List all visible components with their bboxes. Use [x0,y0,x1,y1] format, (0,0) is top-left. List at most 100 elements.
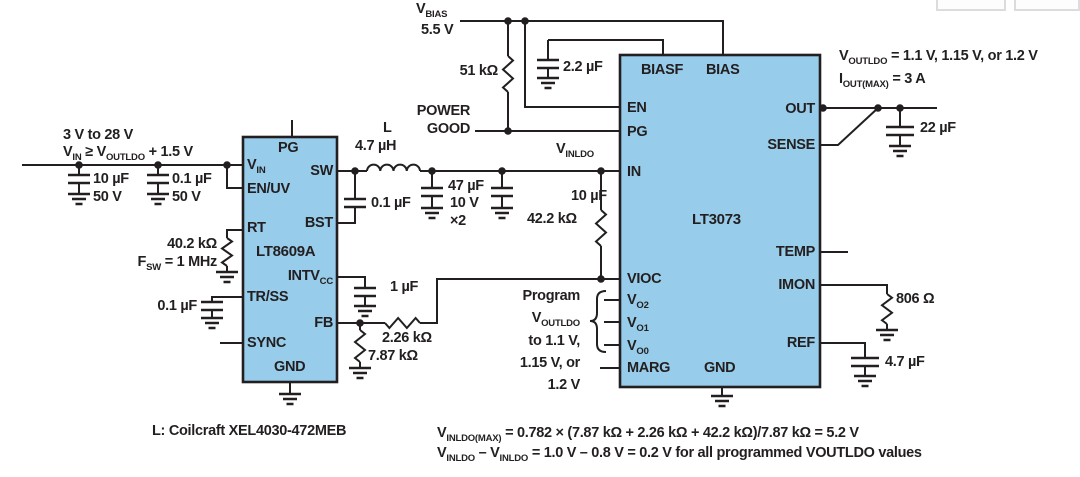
label-rt-resistor: 40.2 kΩ [167,236,217,252]
label-inductor-note: L: Coilcraft XEL4030-472MEB [152,423,347,439]
label-pullup-resistor: 51 kΩ [459,63,499,79]
pin-label-ldo-vo2: VO2 [627,292,649,311]
chip-name-lt3073: LT3073 [692,211,741,228]
capacitor-cout2 [491,186,513,198]
capacitor-cout1 [421,186,443,198]
resistor-fb-top [384,316,421,330]
wire-sense-net [820,107,879,146]
cropped-toolbar-button[interactable] [1014,0,1080,11]
resistor-pg-pullup [501,55,515,93]
pin-label-ldo-en: EN [627,100,647,116]
label-program-1: Program [522,288,580,304]
label-output-spec-2: IOUT(MAX) = 3 A [839,71,926,90]
ground-symbols [68,76,911,408]
capacitor-intvcc [354,286,376,298]
pin-label-ldo-bias: BIAS [706,62,740,78]
pin-label-ldo-sense: SENSE [767,137,815,153]
label-output-spec-1: VOUTLDO = 1.1 V, 1.15 V, or 1.2 V [839,48,1038,67]
wire-intvcc-net [337,276,366,306]
label-program-4: 1.15 V, or [519,355,580,371]
pin-label-ldo-marg: MARG [627,360,671,376]
pin-label-buck-fb: FB [314,315,333,331]
label-vinldo-net: VINLDO [556,141,594,160]
capacitor-bias [537,58,559,70]
pin-label-ldo-gnd: GND [704,360,736,376]
label-fb-resistor-top: 2.26 kΩ [382,330,432,346]
label-program-2: VOUTLDO [531,310,580,329]
chip-name-lt8609a: LT8609A [256,243,316,260]
label-ref-cap: 4.7 µF [885,354,925,370]
wire-en-net [524,21,620,108]
label-inductor-ref: L [383,120,392,136]
resistor-vioc [594,209,608,247]
label-formula-2: VINLDO – VINLDO = 1.0 V – 0.8 V = 0.2 V … [437,445,922,464]
label-input-condition: VIN ≥ VOUTLDO + 1.5 V [63,144,193,163]
label-power-good-2: GOOD [426,121,470,137]
label-vioc-resistor: 42.2 kΩ [527,211,577,227]
pin-label-buck-sync: SYNC [247,335,287,351]
pin-label-ldo-vo0: VO0 [627,338,649,357]
pin-label-buck-vin: VIN [247,157,266,176]
wire-imon-net [820,284,888,330]
resistor-imon [880,293,894,325]
label-cout1-value: 47 µF [448,178,484,194]
label-cin2-value: 0.1 µF [172,171,212,187]
wire-ref-net [820,342,866,376]
label-fsw: FSW = 1 MHz [137,254,218,273]
pin-label-ldo-vo1: VO1 [627,315,649,334]
label-formula-1: VINLDO(MAX) = 0.782 × (7.87 kΩ + 2.26 kΩ… [437,425,859,444]
resistor-fb-bottom [353,329,367,363]
wire-vo-stubs [600,299,620,369]
label-cin1-value: 10 µF [93,171,129,187]
label-bst-cap: 0.1 µF [371,195,411,211]
label-bias-cap: 2.2 µF [563,59,603,75]
pin-label-ldo-biasf: BIASF [641,62,684,78]
pin-label-buck-pg: PG [278,140,299,156]
wire-input-net [22,164,243,194]
pin-label-buck-rt: RT [247,220,266,236]
pin-label-buck-trss: TR/SS [247,289,289,305]
inductor-symbol [366,163,421,172]
label-cout1-qty: ×2 [450,213,466,229]
label-vbias: VBIAS [416,1,448,20]
label-vbias-voltage: 5.5 V [421,22,454,38]
label-cout2-value: 10 µF [571,188,607,204]
capacitor-outldo [886,125,914,137]
resistor-rt [220,237,234,267]
capacitor-cin1 [68,173,90,185]
cropped-toolbar-button[interactable] [936,0,1006,11]
label-cin2-voltage: 50 V [172,189,201,205]
pin-label-ldo-temp: TEMP [775,244,815,260]
label-trss-cap: 0.1 µF [157,298,197,314]
wire-rt-net [226,229,243,272]
pin-label-ldo-out: OUT [785,101,815,117]
capacitor-bst [344,197,366,209]
capacitor-trss [201,300,223,312]
label-intvcc-cap: 1 µF [390,279,419,295]
capacitor-ref [851,356,879,368]
chip-lt3073 [618,53,822,389]
label-imon-resistor: 806 Ω [896,291,935,307]
pin-label-buck-intvcc: INTVCC [287,268,333,287]
wire-vbias-rail [460,20,724,55]
pin-label-ldo-ref: REF [786,335,815,351]
pin-label-ldo-pg: PG [627,124,648,140]
label-input-range: 3 V to 28 V [63,127,134,143]
wire-trss-net [211,296,243,318]
pin-label-ldo-imon: IMON [778,277,815,293]
pin-label-buck-sw: SW [310,163,333,179]
pin-label-buck-enuv: EN/UV [247,181,290,197]
pin-label-buck-gnd: GND [274,359,306,375]
label-outldo-cap: 22 µF [920,120,956,136]
junction-dots [75,17,904,327]
label-program-5: 1.2 V [547,377,581,393]
pin-label-ldo-in: IN [627,164,641,180]
label-power-good-1: POWER [416,103,471,119]
pin-label-buck-bst: BST [304,215,333,231]
pin-label-ldo-vioc: VIOC [627,271,662,287]
label-fb-resistor-bottom: 7.87 kΩ [368,348,418,364]
wire-bst-cap-net [337,171,356,224]
chip-lt8609a [241,135,339,384]
